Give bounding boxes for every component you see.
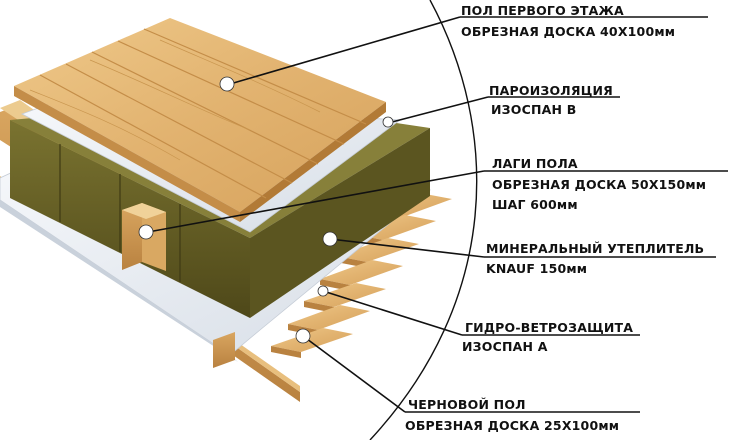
floor-boards (14, 18, 386, 222)
label-joists-spec: ОБРЕЗНАЯ ДОСКА 50X150мм (492, 177, 707, 192)
label-wind-title: ГИДРО-ВЕТРОЗАЩИТА (465, 320, 634, 335)
label-subfloor-spec: ОБРЕЗНАЯ ДОСКА 25X100мм (405, 418, 620, 433)
label-vapor-title: ПАРОИЗОЛЯЦИЯ (489, 83, 613, 98)
label-joists-title: ЛАГИ ПОЛА (492, 156, 578, 171)
joist-ends (122, 203, 235, 368)
label-floor-title: ПОЛ ПЕРВОГО ЭТАЖА (461, 3, 624, 18)
leader-lines (147, 0, 728, 440)
label-vapor-spec: ИЗОСПАН В (491, 102, 577, 117)
label-insulation-spec: KNAUF 150мм (486, 261, 588, 276)
pointer-dots (138, 76, 394, 344)
label-wind-spec: ИЗОСПАН А (462, 339, 548, 354)
label-subfloor-title: ЧЕРНОВОЙ ПОЛ (408, 397, 526, 412)
label-floor-spec: ОБРЕЗНАЯ ДОСКА 40X100мм (461, 24, 676, 39)
label-joists-step: ШАГ 600мм (492, 197, 578, 212)
label-insulation-title: МИНЕРАЛЬНЫЙ УТЕПЛИТЕЛЬ (486, 241, 705, 256)
